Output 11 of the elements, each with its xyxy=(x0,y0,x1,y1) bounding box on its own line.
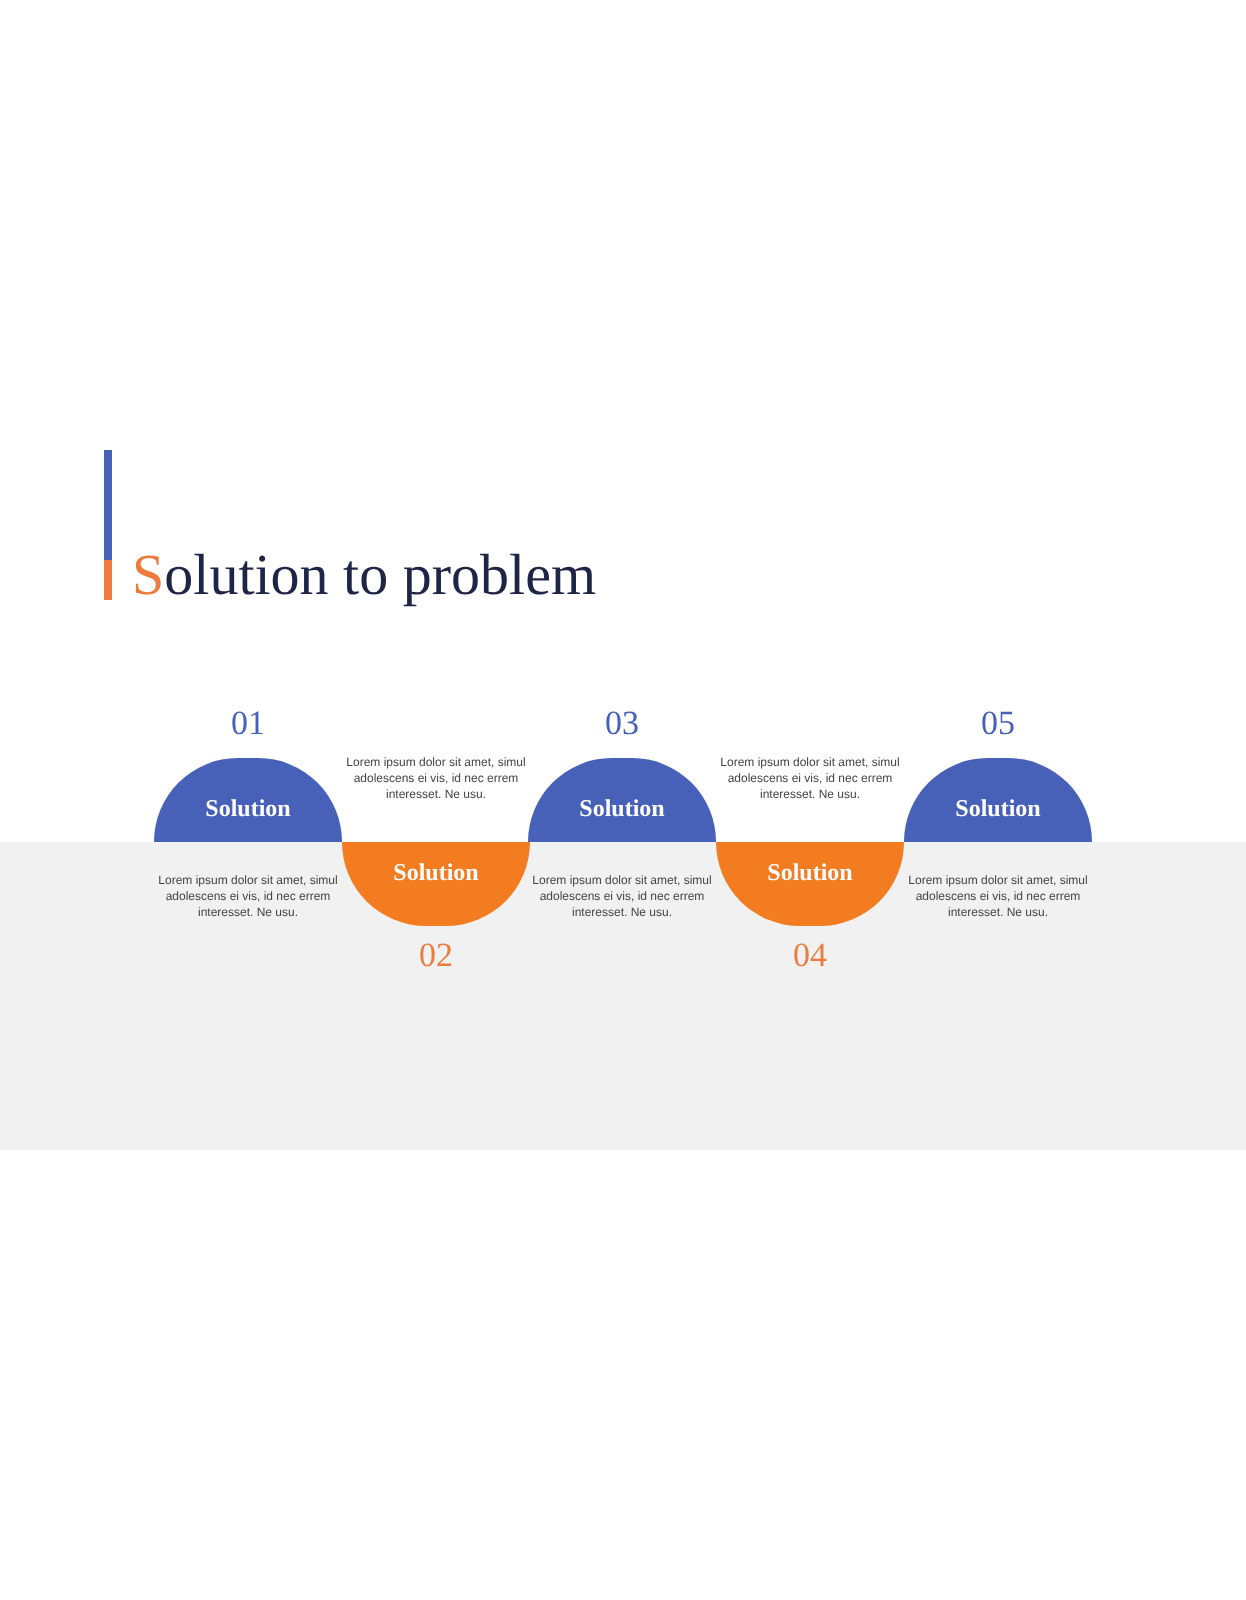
step-number: 05 xyxy=(979,704,1017,744)
node-label: Solution xyxy=(579,794,665,822)
node-label: Solution xyxy=(205,794,291,822)
step-number: 01 xyxy=(229,704,267,744)
step-number: 02 xyxy=(417,936,455,976)
step-number: 04 xyxy=(791,936,829,976)
node-label: Solution xyxy=(955,794,1041,822)
node-label: Solution xyxy=(393,858,479,886)
node-label: Solution xyxy=(767,858,853,886)
title: Solution to problem xyxy=(132,542,597,612)
step-number: 03 xyxy=(603,704,641,744)
